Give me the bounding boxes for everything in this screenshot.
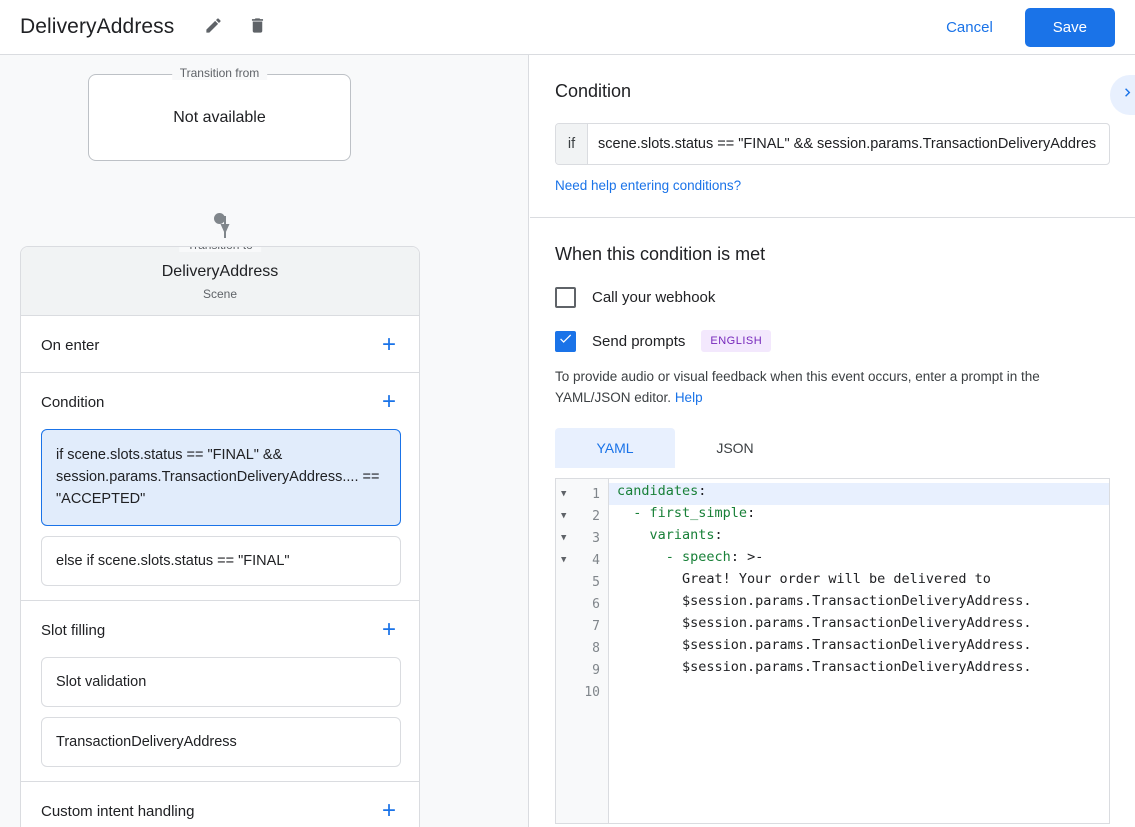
section-on-enter: On enter +	[21, 316, 419, 373]
editor-line-number: 9	[592, 662, 600, 678]
call-webhook-label: Call your webhook	[592, 289, 716, 306]
transition-from-legend: Transition from	[171, 66, 268, 80]
fold-arrow-icon[interactable]: ▼	[561, 554, 567, 565]
list-item[interactable]: Slot validation	[41, 657, 401, 707]
transition-graph: Transition from Not available	[0, 55, 528, 282]
editor-code-line: $session.params.TransactionDeliveryAddre…	[617, 615, 1032, 631]
section-title-custom-intent-handling: Custom intent handling	[41, 802, 195, 820]
transition-to-legend: Transition to	[179, 247, 261, 252]
transition-to-node[interactable]: Transition to DeliveryAddress Scene	[21, 247, 419, 316]
code-editor[interactable]: ▼1 ▼2 ▼3 ▼4 5 6 7 8 9 10 candidates: - first_simp…	[555, 478, 1110, 824]
editor-line-number: 10	[584, 684, 600, 700]
call-webhook-checkbox[interactable]	[555, 287, 576, 308]
condition-input-row: if	[555, 123, 1110, 165]
list-item[interactable]: if scene.slots.status == "FINAL" && sess…	[41, 429, 401, 526]
chevron-right-icon	[1119, 84, 1135, 106]
list-item[interactable]: TransactionDeliveryAddress	[41, 717, 401, 767]
when-condition-met-section: When this condition is met Call your web…	[530, 218, 1135, 827]
edit-button[interactable]	[196, 10, 230, 44]
section-header-on-enter[interactable]: On enter +	[21, 316, 419, 372]
list-item[interactable]: else if scene.slots.status == "FINAL"	[41, 536, 401, 586]
editor-code-area[interactable]: candidates: - first_simple: variants: - …	[609, 479, 1109, 823]
editor-line-number: ▼1	[561, 486, 600, 502]
transition-to-subtitle: Scene	[202, 287, 238, 301]
send-prompts-checkbox[interactable]	[555, 330, 576, 352]
section-custom-intent-handling: Custom intent handling +	[21, 782, 419, 827]
editor-code-line: Great! Your order will be delivered to	[617, 571, 991, 587]
fold-arrow-icon[interactable]: ▼	[561, 488, 567, 499]
delete-button[interactable]	[240, 10, 274, 44]
editor-code-line: variants:	[649, 527, 723, 543]
save-button[interactable]: Save	[1024, 7, 1115, 47]
right-pane: Condition if Need help entering conditio…	[530, 55, 1135, 827]
plus-icon[interactable]: +	[381, 388, 396, 415]
when-condition-met-heading: When this condition is met	[555, 244, 766, 264]
transition-from-node[interactable]: Transition from Not available	[88, 66, 351, 161]
editor-line-number: ▼3	[561, 530, 600, 546]
plus-icon[interactable]: +	[381, 797, 396, 824]
condition-heading: Condition	[555, 81, 632, 101]
prompts-hint-text: To provide audio or visual feedback when…	[555, 369, 1040, 405]
section-title-condition: Condition	[41, 393, 105, 411]
section-header-slot-filling[interactable]: Slot filling +	[21, 601, 419, 657]
editor-code-line: $session.params.TransactionDeliveryAddre…	[617, 593, 1032, 609]
send-prompts-label: Send prompts	[592, 332, 686, 350]
editor-code-line	[609, 681, 1109, 703]
cancel-button[interactable]: Cancel	[932, 10, 1007, 45]
transition-to-title: DeliveryAddress	[161, 263, 279, 280]
expand-panel-button[interactable]	[1110, 75, 1135, 115]
prompts-hint: To provide audio or visual feedback when…	[555, 366, 1110, 408]
slot-filling-list: Slot validation TransactionDeliveryAddre…	[21, 657, 419, 781]
webhook-row: Call your webhook	[555, 287, 1110, 308]
editor-line-number: 5	[592, 574, 600, 590]
prompts-help-link[interactable]: Help	[674, 390, 703, 405]
fold-arrow-icon[interactable]: ▼	[561, 532, 567, 543]
language-badge: ENGLISH	[701, 330, 772, 352]
editor-code-line: $session.params.TransactionDeliveryAddre…	[617, 637, 1032, 653]
section-header-condition[interactable]: Condition +	[21, 373, 419, 429]
plus-icon[interactable]: +	[381, 331, 396, 358]
editor-line-number: 8	[592, 640, 600, 656]
connector-arrow	[219, 160, 231, 282]
left-pane: Transition from Not available Transition…	[0, 55, 529, 827]
editor-code-line: candidates:	[609, 483, 1109, 505]
editor-code-line: - first_simple:	[633, 505, 756, 521]
page-title: DeliveryAddress	[20, 15, 175, 38]
editor-line-number: ▼2	[561, 508, 600, 524]
check-icon	[558, 331, 573, 351]
scene-card: Transition to DeliveryAddress Scene On e…	[20, 246, 420, 827]
condition-help-link[interactable]: Need help entering conditions?	[555, 178, 742, 193]
editor-gutter: ▼1 ▼2 ▼3 ▼4 5 6 7 8 9 10	[556, 479, 609, 823]
send-prompts-row: Send prompts ENGLISH	[555, 330, 1110, 352]
tab-json[interactable]: JSON	[716, 440, 754, 456]
plus-icon[interactable]: +	[381, 616, 396, 643]
top-bar: DeliveryAddress Cancel Save	[0, 0, 1135, 55]
editor-line-number: 6	[592, 596, 600, 612]
section-slot-filling: Slot filling + Slot validation Transacti…	[21, 601, 419, 782]
section-title-on-enter: On enter	[41, 336, 100, 354]
top-bar-actions: Cancel Save	[932, 7, 1115, 47]
editor-tabs: YAML JSON	[555, 428, 1110, 468]
condition-if-label: if	[556, 124, 588, 164]
editor-line-number: ▼4	[561, 552, 600, 568]
transition-from-value: Not available	[173, 108, 266, 126]
section-title-slot-filling: Slot filling	[41, 621, 106, 639]
condition-list: if scene.slots.status == "FINAL" && sess…	[21, 429, 419, 600]
editor-code-line: $session.params.TransactionDeliveryAddre…	[617, 659, 1032, 675]
section-condition: Condition + if scene.slots.status == "FI…	[21, 373, 419, 601]
editor-line-number: 7	[592, 618, 600, 634]
connector-dot	[214, 213, 225, 224]
condition-section: Condition if Need help entering conditio…	[530, 55, 1135, 218]
pencil-icon	[204, 16, 223, 38]
section-header-custom-intent-handling[interactable]: Custom intent handling +	[21, 782, 419, 827]
fold-arrow-icon[interactable]: ▼	[561, 510, 567, 521]
condition-input[interactable]	[588, 124, 1109, 164]
tab-yaml[interactable]: YAML	[555, 428, 675, 468]
trash-icon	[248, 16, 267, 38]
editor-code-line: - speech: >-	[665, 549, 764, 565]
